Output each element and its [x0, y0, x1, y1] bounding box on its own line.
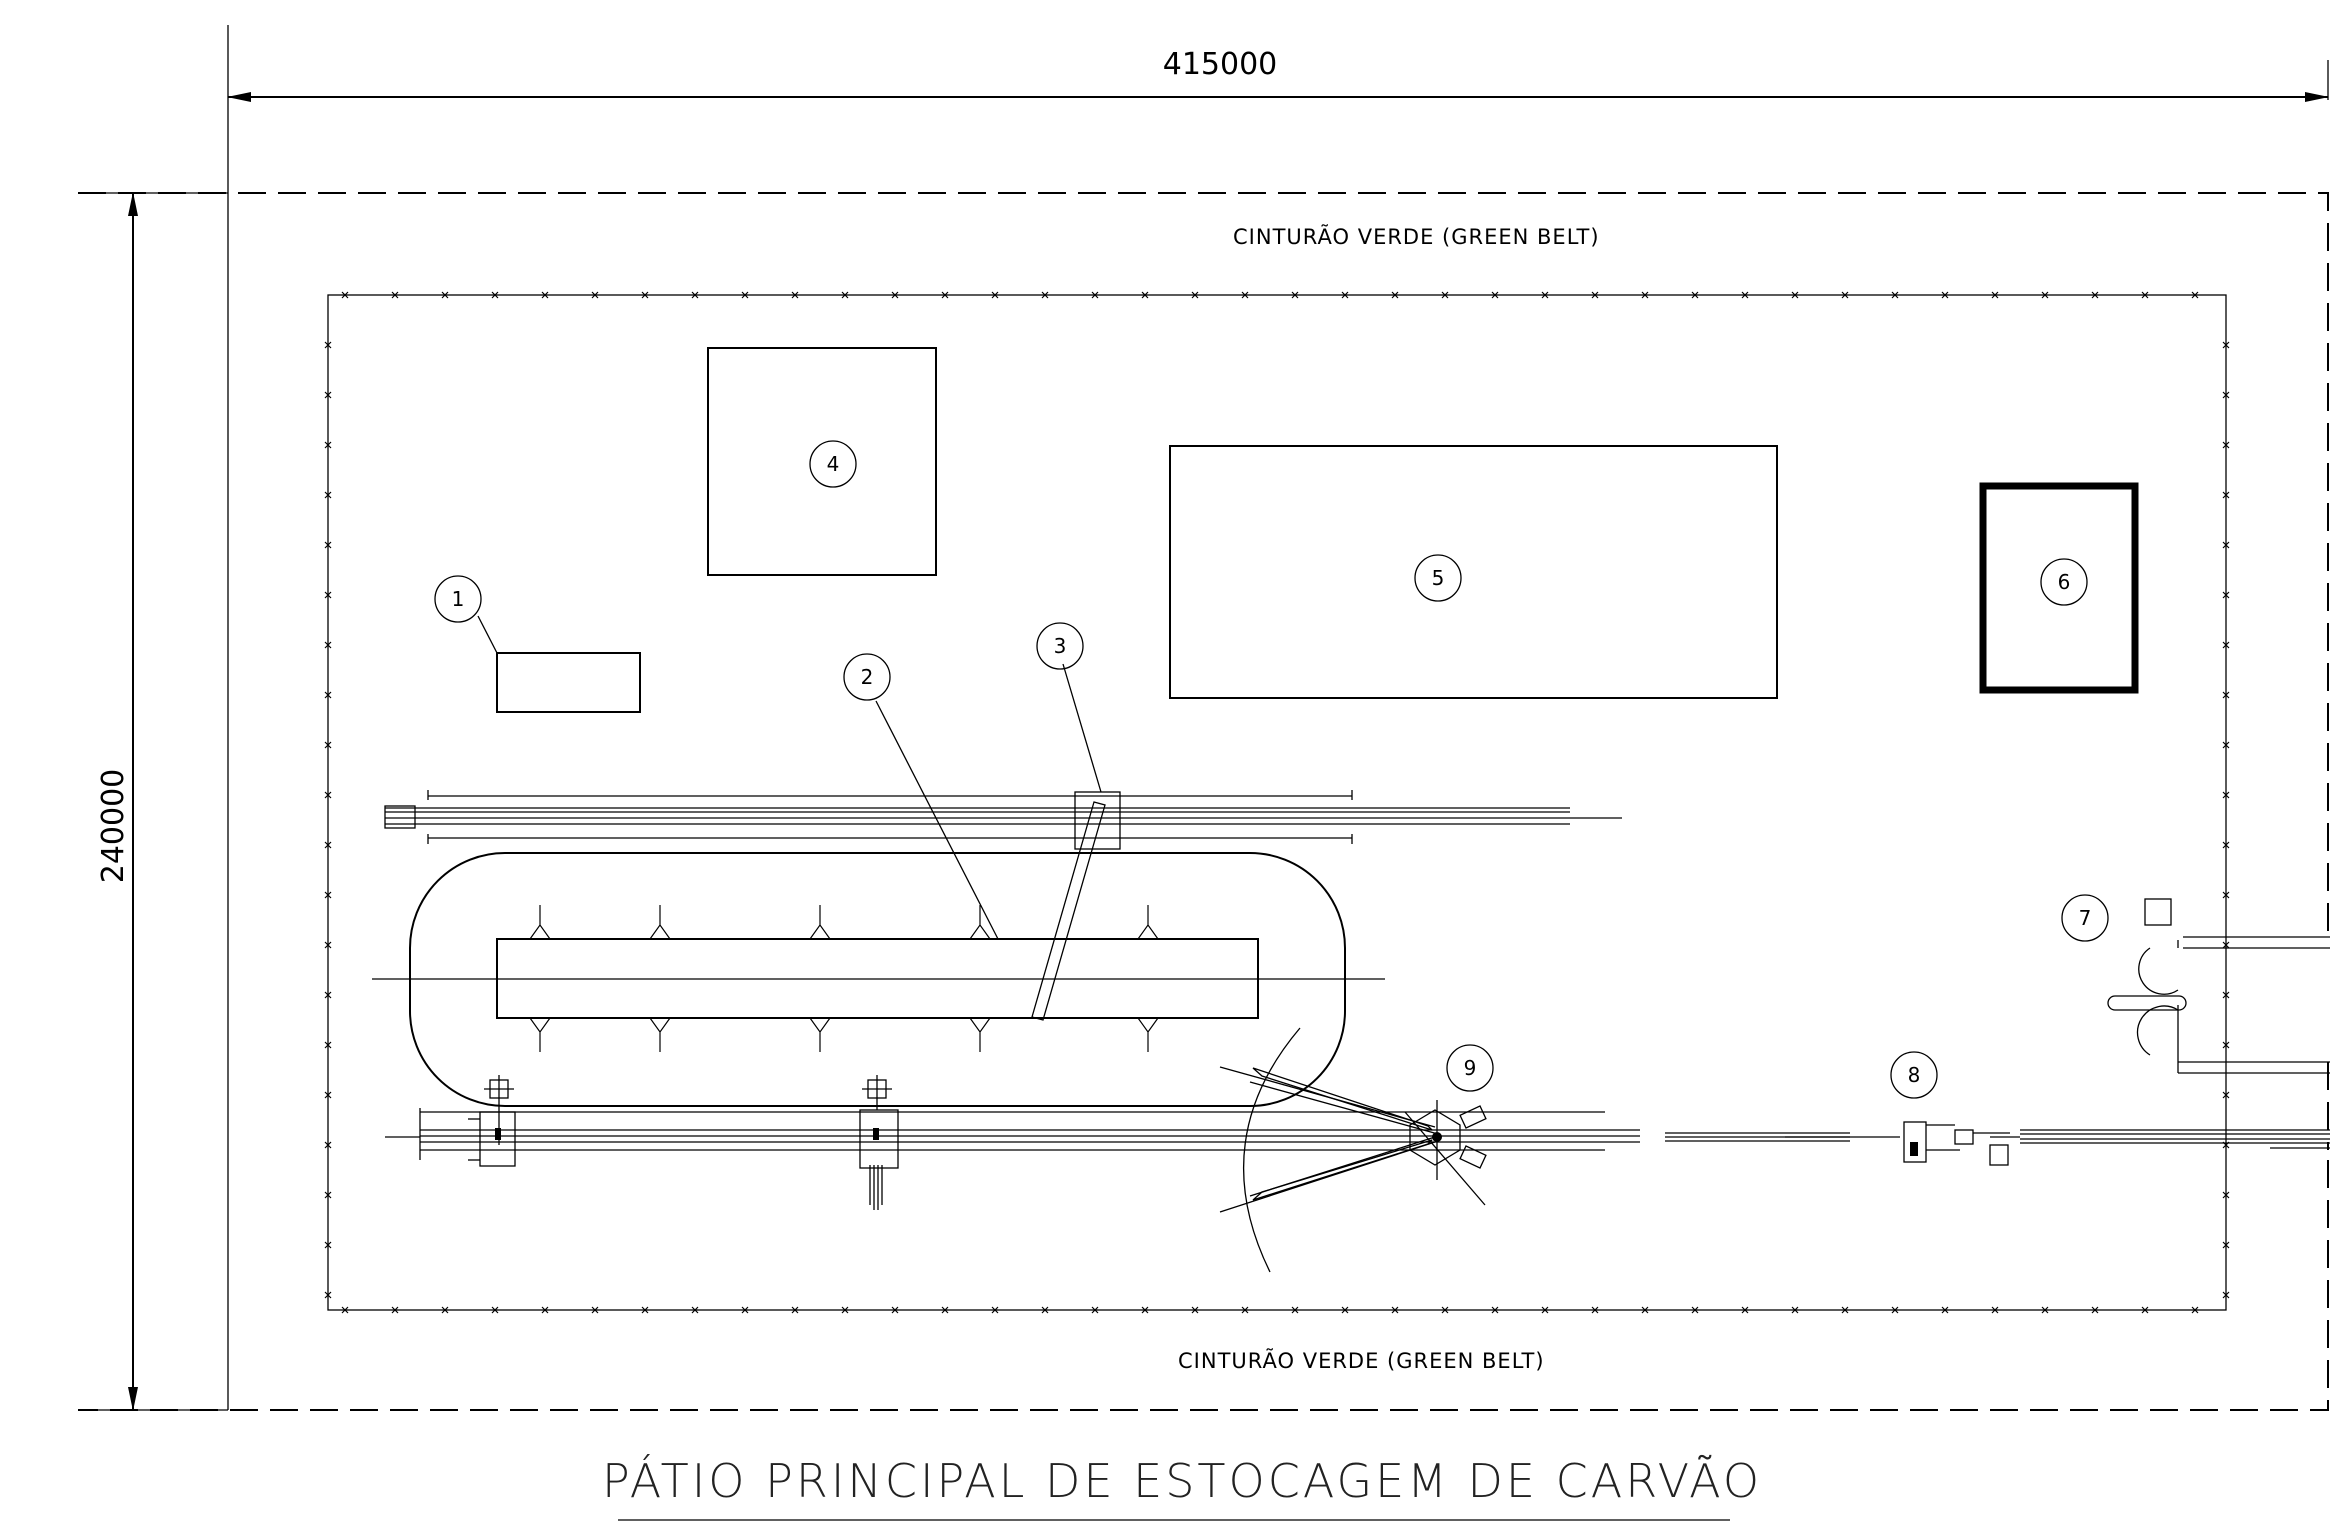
fence-line: [327, 294, 2227, 1311]
marker-3: 3: [1036, 622, 1084, 670]
stockpile-2: [496, 938, 1259, 1019]
marker-1-label: 1: [452, 587, 465, 611]
lower-rail-track: [385, 1108, 2330, 1160]
green-belt-label-top: CINTURÃO VERDE (GREEN BELT): [1233, 223, 1600, 249]
height-dimension: 240000: [78, 192, 228, 1411]
marker-3-label: 3: [1054, 634, 1067, 658]
marker-5: 5: [1414, 554, 1462, 602]
gate-7: [2107, 898, 2330, 1074]
leader-2: [875, 700, 999, 940]
height-dimension-label: 240000: [96, 769, 131, 884]
marker-6-label: 6: [2058, 570, 2071, 594]
marker-7-label: 7: [2079, 906, 2092, 930]
marker-4-label: 4: [827, 452, 840, 476]
leader-1: [477, 615, 498, 654]
drawing-title: PÁTIO PRINCIPAL DE ESTOCAGEM DE CARVÃO: [602, 1454, 1762, 1508]
reclaimer-unit-left: [468, 1075, 516, 1167]
green-belt-label-bottom: CINTURÃO VERDE (GREEN BELT): [1178, 1347, 1545, 1373]
marker-9: 9: [1446, 1044, 1494, 1092]
conveyor-equipment-8: [1903, 1121, 2010, 1166]
reclaimer-unit-middle: [859, 1075, 899, 1210]
transfer-junction-9: [1219, 1027, 1487, 1273]
building-4: [707, 347, 937, 576]
marker-8: 8: [1890, 1051, 1938, 1099]
building-5: [1169, 445, 1778, 699]
marker-1: 1: [434, 575, 482, 623]
marker-8-label: 8: [1908, 1063, 1921, 1087]
width-dimension-label: 415000: [1163, 47, 1278, 82]
stacker-3: [1031, 663, 1121, 1021]
markers: 1 2 3 4 5 6 7 8 9: [434, 440, 2109, 1099]
marker-5-label: 5: [1432, 566, 1445, 590]
site-boundary: [78, 192, 2329, 1411]
marker-7: 7: [2061, 894, 2109, 942]
fence-marks: [324, 291, 2230, 1314]
marker-6: 6: [2040, 558, 2088, 606]
pile-marks: [529, 905, 1159, 1052]
upper-rail-track: [384, 790, 1622, 844]
marker-9-label: 9: [1464, 1056, 1477, 1080]
marker-2: 2: [843, 653, 891, 701]
building-6: [1979, 482, 2139, 694]
marker-2-label: 2: [861, 665, 874, 689]
marker-4: 4: [809, 440, 857, 488]
width-dimension: 415000: [227, 25, 2329, 1410]
building-1: [496, 652, 641, 713]
